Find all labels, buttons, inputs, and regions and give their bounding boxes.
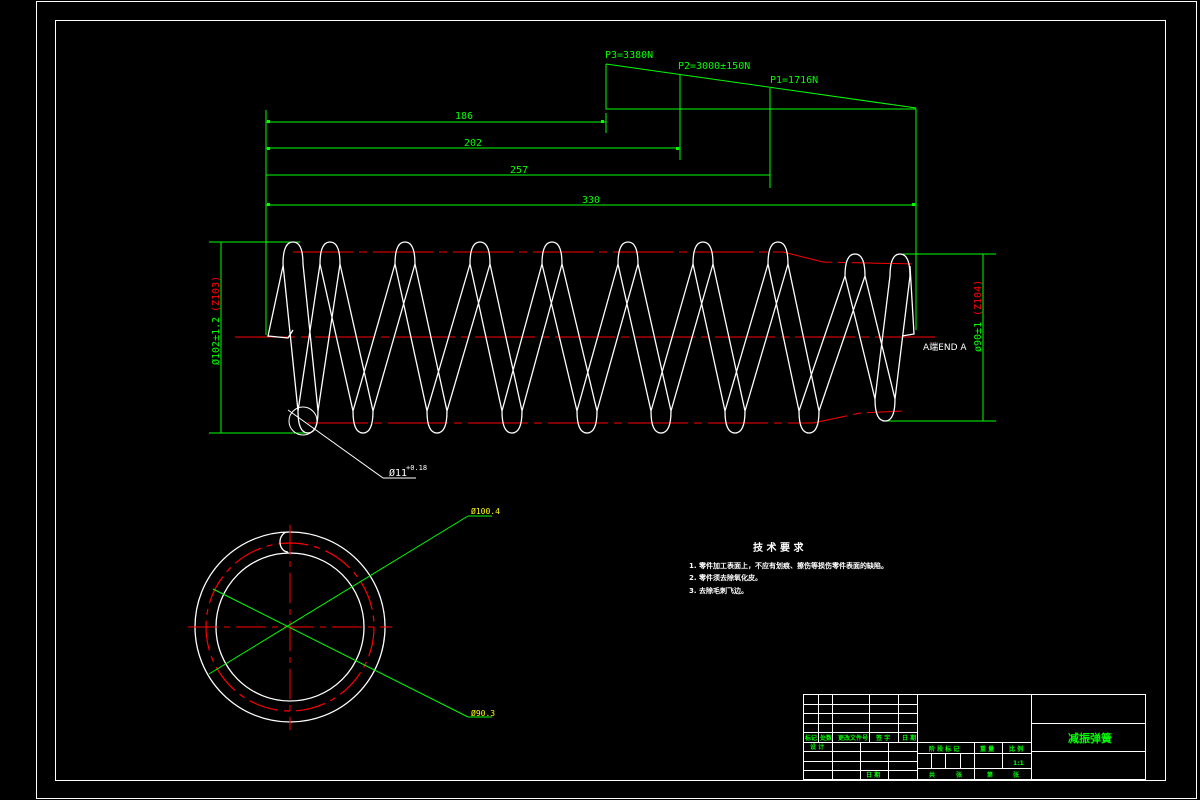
wire-tolerance-text: +0.18 bbox=[406, 464, 427, 472]
tech-req-item-1: 1. 零件加工表面上，不应有划痕、擦伤等损伤零件表面的缺陷。 bbox=[689, 561, 888, 570]
wire-diameter-callout bbox=[287, 406, 416, 479]
load-diagram bbox=[605, 63, 917, 330]
top-coil-envelope bbox=[293, 251, 916, 265]
spring-coil-outline bbox=[267, 241, 915, 434]
tb-footer-sheet: 张 bbox=[1013, 771, 1020, 779]
spring-coil-path bbox=[267, 241, 915, 434]
tb-label-sign: 签 字 bbox=[875, 734, 890, 742]
tb-check-date: 日 期 bbox=[866, 771, 880, 779]
tb-part-name: 减振弹簧 bbox=[1068, 731, 1112, 745]
tb-footer-sheet-no: 第 bbox=[986, 771, 993, 779]
tb-label-date: 日 期 bbox=[902, 734, 916, 742]
outer-frame bbox=[36, 1, 1197, 799]
end-view bbox=[188, 515, 492, 730]
inner-diameter-leader bbox=[212, 588, 469, 718]
p3-label: P3=3380N bbox=[605, 50, 653, 61]
right-diameter-dimension bbox=[885, 253, 996, 422]
dimension-ticks bbox=[267, 120, 915, 206]
tb-stage-mark: 阶 段 标 记 bbox=[929, 745, 959, 753]
left-diameter-value: Ø102±1.2 bbox=[210, 317, 222, 365]
p2-label: P2=3000±150N bbox=[678, 61, 750, 72]
p1-label: P1=1716N bbox=[770, 75, 818, 86]
left-diameter-dimension bbox=[209, 241, 305, 434]
right-diameter-ref: (Z104) bbox=[973, 280, 984, 316]
tb-label-count: 处数 bbox=[819, 734, 833, 742]
right-diameter-value: ø90±1 bbox=[973, 322, 984, 352]
outer-diameter-leader bbox=[208, 515, 469, 675]
dim-text-330: 330 bbox=[582, 195, 600, 206]
dim-text-257: 257 bbox=[510, 165, 528, 176]
inner-diameter-text: Ø90.3 bbox=[471, 708, 495, 718]
tb-design: 设 计 bbox=[810, 743, 824, 751]
load-baseline bbox=[605, 64, 917, 330]
tb-weight: 重 量 bbox=[980, 745, 994, 753]
title-block bbox=[803, 694, 1146, 780]
spring-centerlines bbox=[235, 251, 940, 424]
tb-footer-total: 共 bbox=[929, 771, 935, 779]
tech-req-item-3: 3. 去除毛刺飞边。 bbox=[689, 586, 748, 595]
right-diameter-label: ø90±1 (Z104) bbox=[973, 280, 984, 352]
left-diameter-ref: (Z103) bbox=[211, 276, 222, 312]
tb-scale-label: 比 例 bbox=[1009, 745, 1023, 753]
tb-label-change-doc: 更改文件号 bbox=[838, 734, 868, 742]
left-diameter-label: Ø102±1.2 (Z103) bbox=[210, 276, 222, 365]
dim-text-202: 202 bbox=[464, 138, 482, 149]
length-dimensions bbox=[265, 110, 916, 335]
tb-label-mark: 标记 bbox=[804, 734, 817, 742]
wire-diameter-text: Ø11 bbox=[389, 467, 407, 479]
end-a-label: A端END A bbox=[923, 341, 967, 353]
outer-diameter-text: Ø100.4 bbox=[471, 506, 500, 516]
dim-text-186: 186 bbox=[455, 111, 473, 122]
load-slope-line bbox=[605, 63, 917, 109]
tb-scale-value: 1:1 bbox=[1013, 760, 1024, 767]
tech-req-item-2: 2. 零件须去除氧化皮。 bbox=[689, 573, 762, 582]
bottom-coil-envelope bbox=[308, 410, 903, 424]
wire-end-arc bbox=[279, 531, 289, 553]
inner-frame bbox=[55, 20, 1166, 781]
title-block-labels: 标记 处数 更改文件号 签 字 日 期 设 计 日 期 阶 段 标 记 重 量 … bbox=[804, 734, 1024, 779]
tech-req-heading: 技 术 要 求 bbox=[753, 541, 804, 554]
tb-footer-sheets: 张 bbox=[956, 771, 963, 779]
